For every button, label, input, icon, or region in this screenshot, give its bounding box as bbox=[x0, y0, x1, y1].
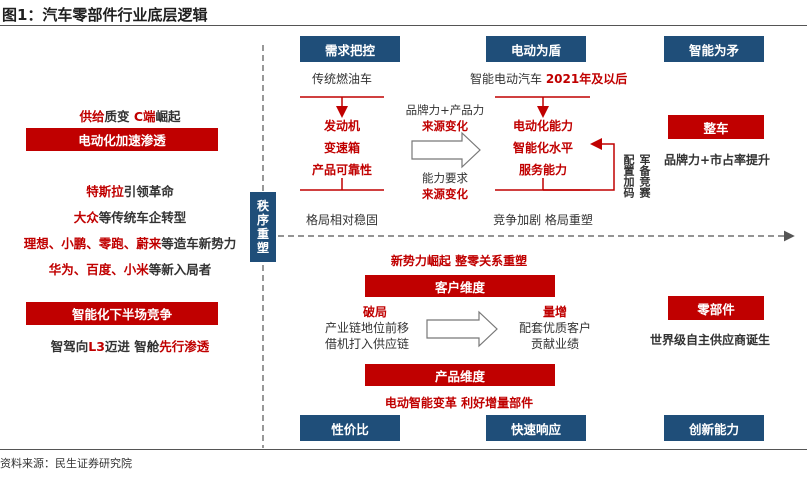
fast-response-box: 快速响应 bbox=[486, 415, 586, 441]
fuel-item-engine: 发动机 bbox=[323, 119, 360, 133]
ev-bottom-label: 竞争加剧 格局重塑 bbox=[493, 213, 593, 227]
tesla-line: 特斯拉引领革命 bbox=[86, 184, 174, 199]
parts-box: 零部件 bbox=[668, 296, 764, 320]
product-dimension-bar: 产品维度 bbox=[365, 364, 555, 386]
vw-line: 大众等传统车企转型 bbox=[73, 210, 187, 225]
order-reshape-label: 秩序重塑 bbox=[250, 192, 276, 262]
adas-line: 智驾向L3迈进 智舱先行渗透 bbox=[50, 339, 210, 354]
product-text: 电动智能变革 利好增量部件 bbox=[384, 396, 534, 410]
transition-arrow bbox=[411, 131, 481, 169]
grow-line2: 贡献业绩 bbox=[530, 337, 579, 351]
figure-title: 图1：汽车零部件行业底层逻辑 bbox=[2, 6, 208, 24]
vehicle-text: 品牌力+市占率提升 bbox=[664, 153, 771, 167]
arrow1-label-a: 品牌力+产品力 bbox=[405, 103, 485, 117]
growth-arrow bbox=[426, 310, 498, 348]
arrow2-label-b: 来源变化 bbox=[422, 187, 468, 201]
electrification-bar: 电动化加速渗透 bbox=[26, 128, 218, 151]
ev-item-service: 服务能力 bbox=[518, 163, 567, 177]
smart-spear-box: 智能为矛 bbox=[664, 36, 764, 62]
cost-performance-box: 性价比 bbox=[300, 415, 400, 441]
new-forces-line: 理想、小鹏、零跑、蔚来等造车新势力 bbox=[23, 236, 237, 251]
grow-line1: 配套优质客户 bbox=[518, 321, 591, 335]
break-title: 破局 bbox=[362, 305, 387, 319]
parts-text: 世界级自主供应商诞生 bbox=[650, 333, 771, 347]
arrow1-label-b: 来源变化 bbox=[422, 119, 468, 133]
config-boost-label: 配置加码 bbox=[622, 154, 635, 198]
intelligence-bar: 智能化下半场竞争 bbox=[26, 302, 218, 325]
new-entrants-line: 华为、百度、小米等新入局者 bbox=[48, 262, 212, 277]
footer-divider bbox=[0, 449, 807, 450]
source-note: 资料来源：民生证券研究院 bbox=[0, 457, 132, 470]
arms-race-label: 军备竞赛 bbox=[638, 154, 651, 198]
customer-dimension-bar: 客户维度 bbox=[365, 275, 555, 297]
new-force-label: 新势力崛起 整零关系重塑 bbox=[390, 254, 528, 268]
ev-shield-box: 电动为盾 bbox=[486, 36, 586, 62]
grow-title: 量增 bbox=[542, 305, 567, 319]
vehicle-box: 整车 bbox=[668, 115, 764, 139]
fuel-car-label: 传统燃油车 bbox=[311, 72, 372, 86]
innovation-box: 创新能力 bbox=[664, 415, 764, 441]
break-line1: 产业链地位前移 bbox=[324, 321, 409, 335]
ev-item-electrification: 电动化能力 bbox=[512, 119, 573, 133]
supply-line: 供给质变 C端崛起 bbox=[79, 109, 181, 124]
ev-car-label: 智能电动汽车 2021年及以后 bbox=[470, 72, 628, 86]
ev-feedback-loop bbox=[543, 138, 615, 191]
demand-control-box: 需求把控 bbox=[300, 36, 400, 62]
fuel-item-gearbox: 变速箱 bbox=[323, 141, 360, 155]
fuel-item-reliability: 产品可靠性 bbox=[311, 163, 372, 177]
ev-item-intelligence: 智能化水平 bbox=[512, 141, 573, 155]
fuel-bottom-label: 格局相对稳固 bbox=[305, 213, 378, 227]
arrow2-label-a: 能力要求 bbox=[422, 171, 468, 185]
title-divider bbox=[0, 25, 807, 26]
break-line2: 借机打入供应链 bbox=[324, 337, 409, 351]
